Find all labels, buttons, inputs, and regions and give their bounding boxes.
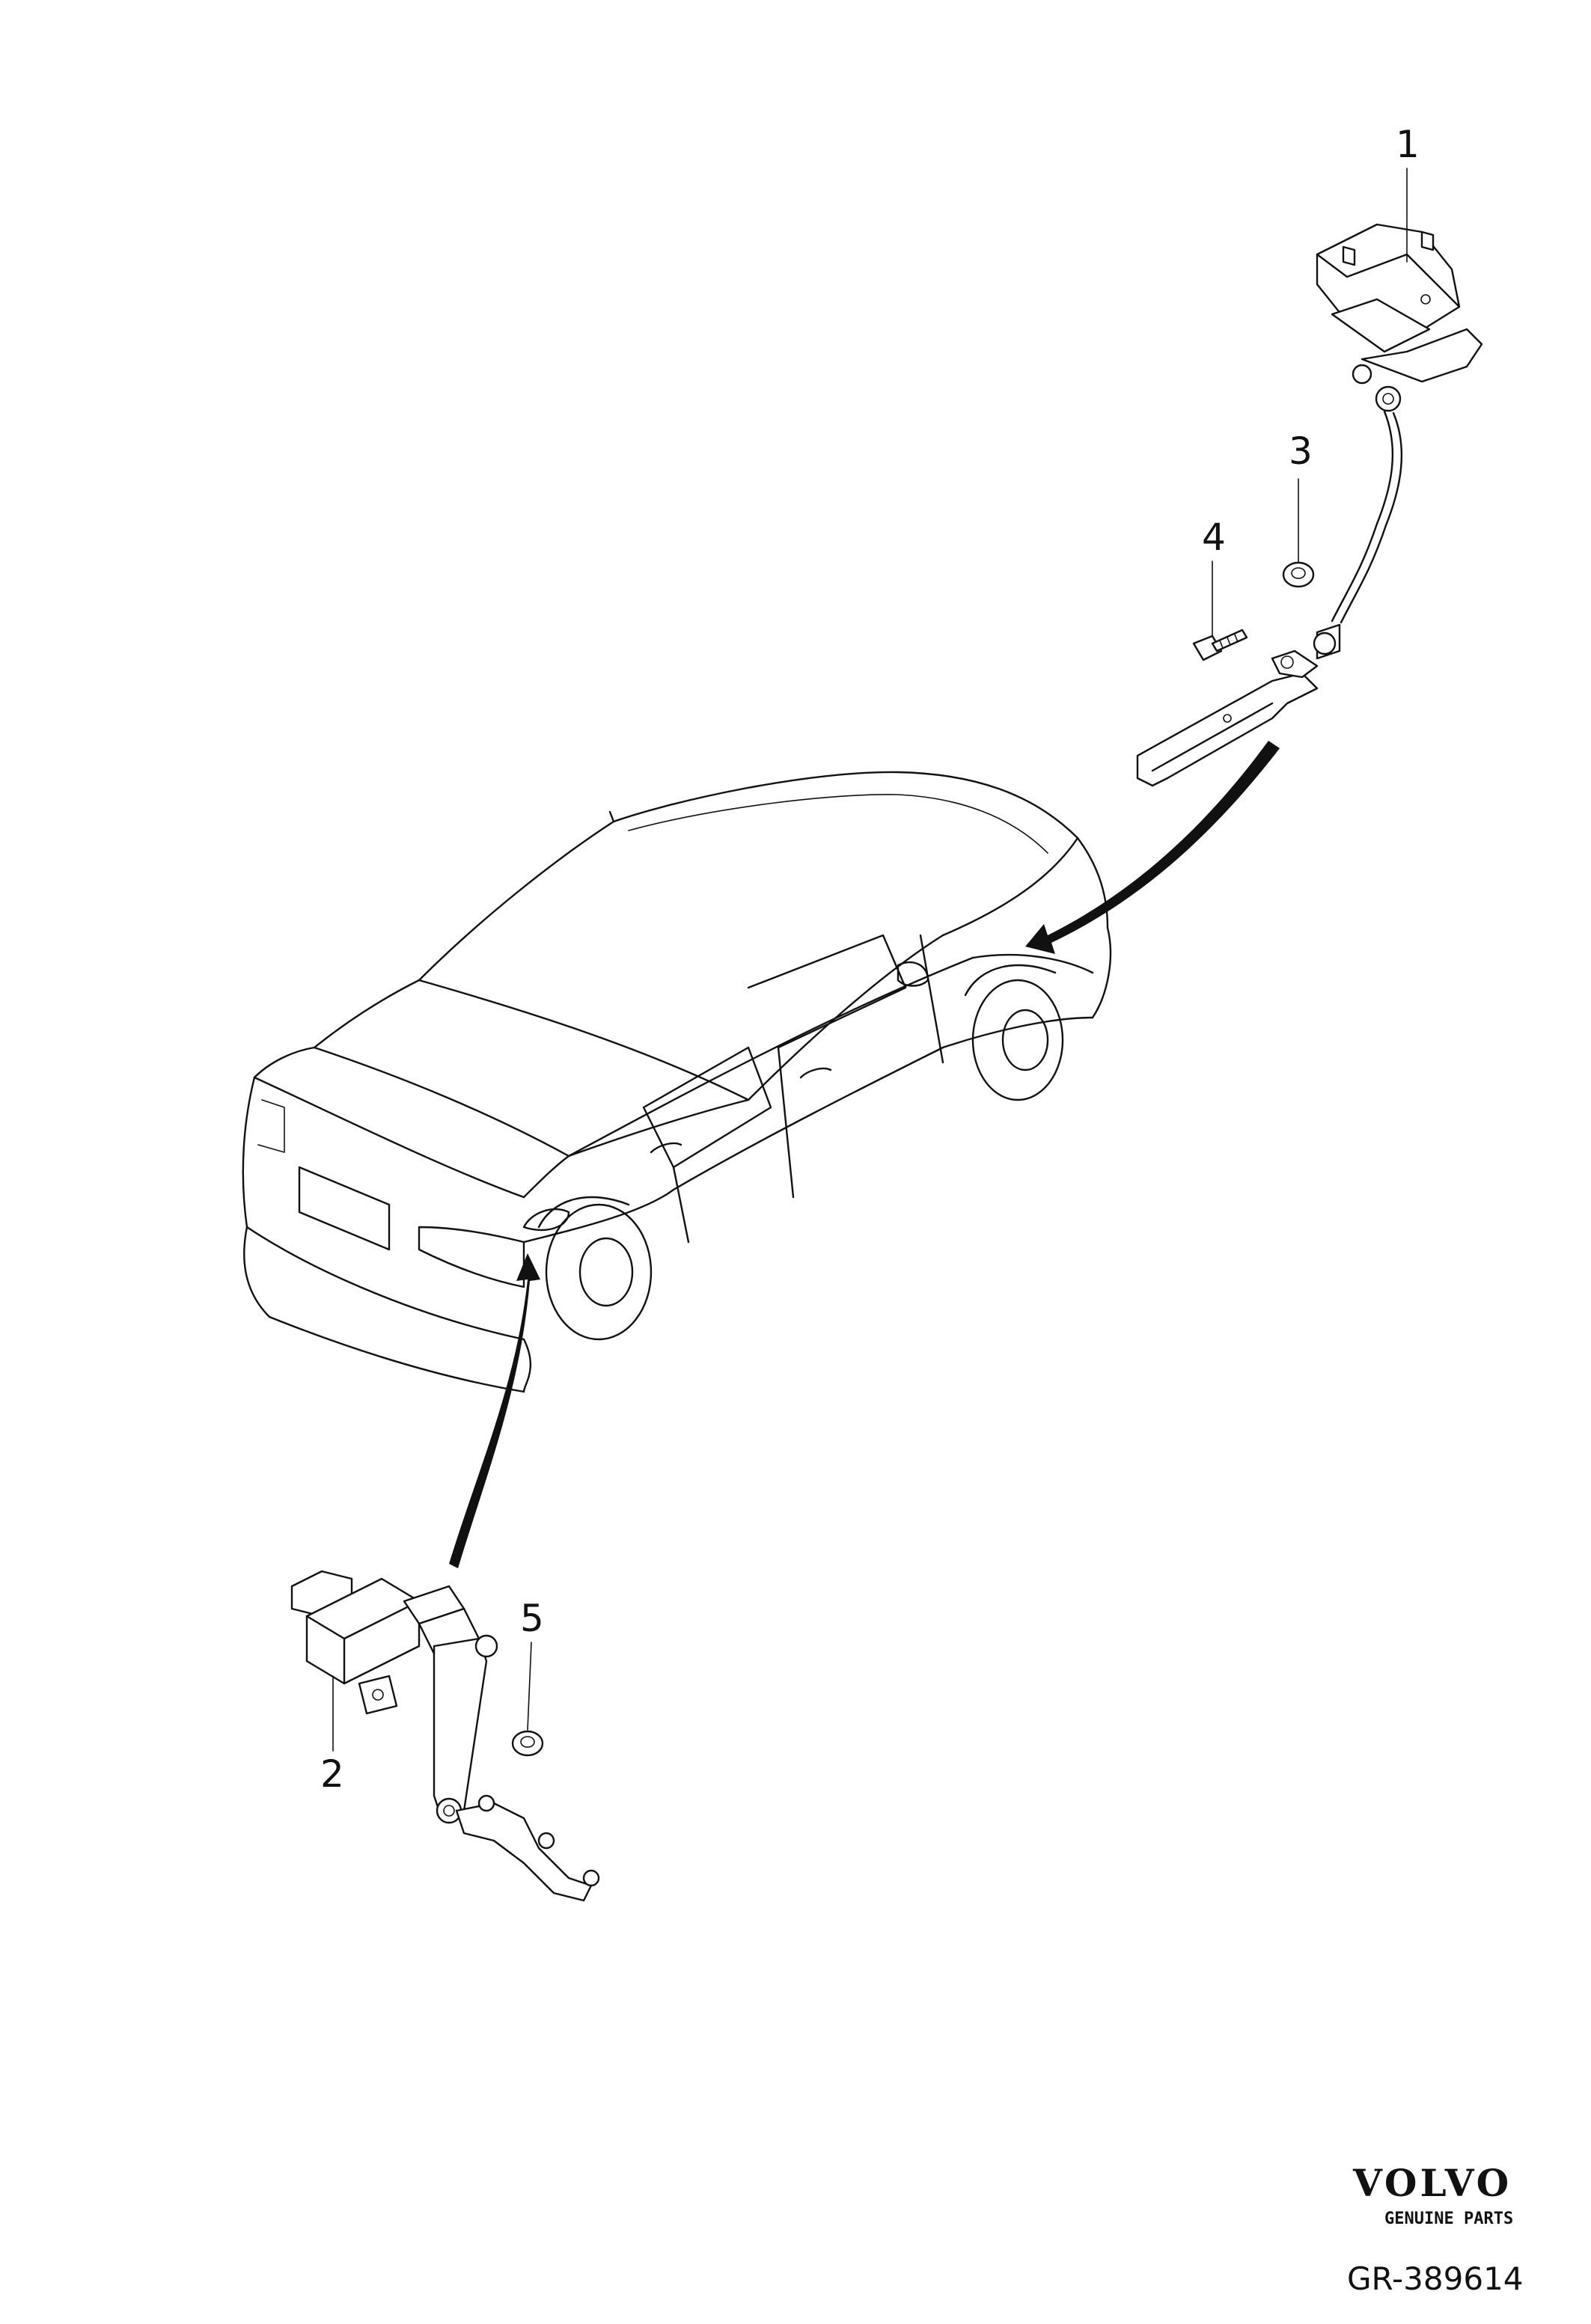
genuine-parts-tagline: GENUINE PARTS xyxy=(1384,2210,1513,2228)
callout-3: 3 xyxy=(1289,429,1313,473)
callout-4: 4 xyxy=(1202,516,1226,559)
car-sedan-icon xyxy=(242,771,1112,1393)
bolt-icon xyxy=(1192,629,1248,661)
level-sensor-front-icon xyxy=(1136,223,1483,787)
nut-icon xyxy=(511,1730,544,1757)
callout-5: 5 xyxy=(520,1597,544,1640)
callout-2: 2 xyxy=(320,1752,344,1796)
arrow-icon xyxy=(449,741,1280,1568)
level-sensor-rear-icon xyxy=(290,1570,600,1902)
volvo-logo: VOLVO xyxy=(1352,2161,1512,2205)
callout-1: 1 xyxy=(1396,123,1420,166)
diagram-code: GR-389614 xyxy=(1347,2260,1524,2297)
nut-icon xyxy=(1282,561,1315,588)
leader-lines xyxy=(332,168,1408,1752)
